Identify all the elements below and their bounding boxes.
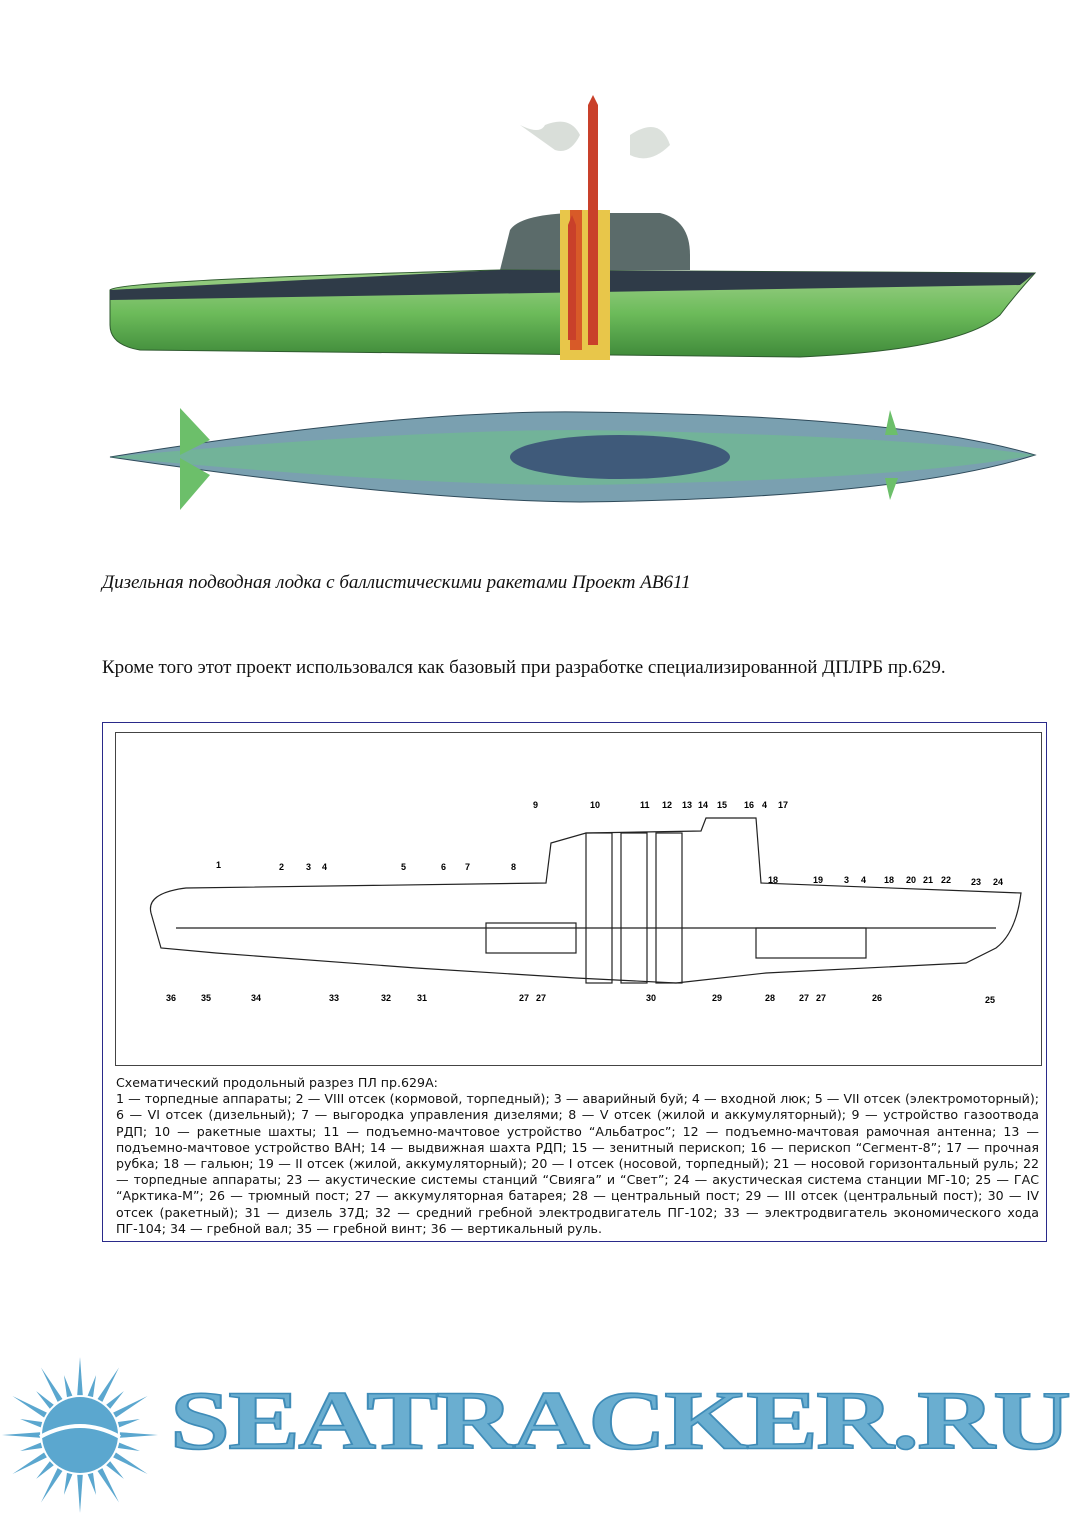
submarine-side-view-illustration (109, 95, 1037, 360)
callout-number-top: 21 (923, 875, 933, 885)
sun-ray (87, 1375, 97, 1398)
callout-number-bottom: 27 (519, 993, 529, 1003)
callout-number-bottom: 27 (799, 993, 809, 1003)
callout-number-top: 1 (216, 860, 221, 870)
callout-number-top: 20 (906, 875, 916, 885)
photo-caption: Дизельная подводная лодка с баллистическ… (102, 572, 691, 593)
callout-number-bottom: 33 (329, 993, 339, 1003)
callout-number-top: 7 (465, 862, 470, 872)
callout-number-bottom: 36 (166, 993, 176, 1003)
sun-ray (87, 1472, 97, 1495)
callout-number-top: 2 (279, 862, 284, 872)
callout-number-bottom: 27 (536, 993, 546, 1003)
sun-ray (63, 1375, 73, 1398)
sun-ray (36, 1391, 54, 1409)
figure-caption-legend: 1 — торпедные аппараты; 2 — VIII отсек (… (116, 1091, 1039, 1236)
callout-number-top: 4 (762, 800, 767, 810)
callout-number-top: 10 (590, 800, 600, 810)
sun-ray (2, 1432, 41, 1438)
callout-number-top: 12 (662, 800, 672, 810)
callout-number-top: 4 (861, 875, 866, 885)
sun-logo-icon (2, 1357, 158, 1513)
callout-number-top: 19 (813, 875, 823, 885)
sun-ray (20, 1442, 43, 1452)
sun-ray (63, 1472, 73, 1495)
callout-number-top: 9 (533, 800, 538, 810)
callout-number-bottom: 31 (417, 993, 427, 1003)
callout-number-top: 16 (744, 800, 754, 810)
callout-number-bottom: 25 (985, 995, 995, 1005)
callout-number-bottom: 26 (872, 993, 882, 1003)
sun-ray (106, 1461, 124, 1479)
callout-number-top: 18 (884, 875, 894, 885)
callout-number-top: 15 (717, 800, 727, 810)
callout-number-bottom: 35 (201, 993, 211, 1003)
callout-number-top: 14 (698, 800, 708, 810)
callout-number-bottom: 32 (381, 993, 391, 1003)
sun-ray (36, 1461, 54, 1479)
callout-number-top: 8 (511, 862, 516, 872)
callout-number-top: 18 (768, 875, 778, 885)
sun-ray (41, 1468, 63, 1503)
callout-number-top: 5 (401, 862, 406, 872)
callout-number-top: 17 (778, 800, 788, 810)
sun-ray (113, 1396, 148, 1418)
sun-ray (97, 1468, 119, 1503)
callout-number-top: 22 (941, 875, 951, 885)
callout-number-top: 3 (306, 862, 311, 872)
sun-ray (77, 1474, 83, 1513)
logo-text: SEATRACKER.RU (169, 1374, 1072, 1468)
callout-number-top: 23 (971, 877, 981, 887)
sun-ray (12, 1452, 47, 1474)
callout-number-top: 4 (322, 862, 327, 872)
callout-number-bottom: 30 (646, 993, 656, 1003)
figure-caption: Схематический продольный разрез ПЛ пр.62… (116, 1075, 1039, 1237)
callout-number-top: 13 (682, 800, 692, 810)
callout-number-top: 24 (993, 877, 1003, 887)
sun-ray (106, 1391, 124, 1409)
seatracker-logo: SEATRACKER.RU (0, 1355, 1080, 1515)
sun-ray (12, 1396, 47, 1418)
callout-number-top: 3 (844, 875, 849, 885)
callout-number-top: 11 (640, 800, 650, 810)
sun-ray (77, 1357, 83, 1396)
figure-caption-title: Схематический продольный разрез ПЛ пр.62… (116, 1075, 438, 1090)
body-paragraph: Кроме того этот проект использовался как… (102, 657, 946, 678)
sun-ray (113, 1452, 148, 1474)
sun-ray (119, 1432, 158, 1438)
sun-ray (20, 1418, 43, 1428)
callout-number-bottom: 28 (765, 993, 775, 1003)
callout-number-top: 6 (441, 862, 446, 872)
callout-number-bottom: 34 (251, 993, 261, 1003)
sun-ray (97, 1367, 119, 1402)
sun-ray (117, 1418, 140, 1428)
callout-number-bottom: 29 (712, 993, 722, 1003)
submarine-top-view-illustration (109, 408, 1037, 510)
sun-ray (117, 1442, 140, 1452)
sun-ray (41, 1367, 63, 1402)
callout-number-bottom: 27 (816, 993, 826, 1003)
